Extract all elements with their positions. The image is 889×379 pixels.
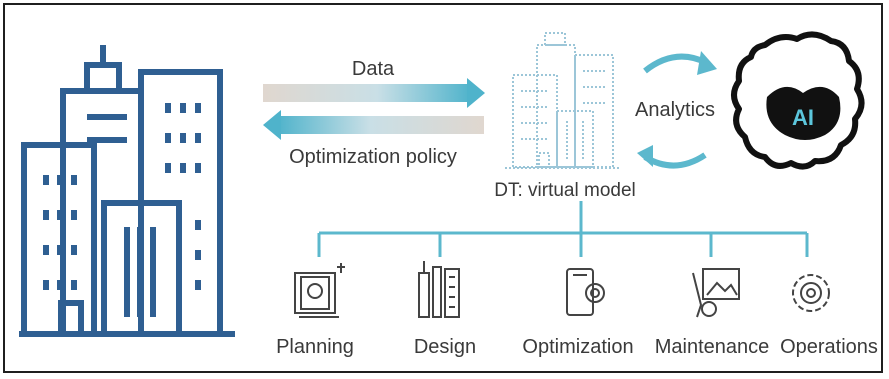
digital-twin-diagram: Data Optimization policy DT: virtual mod… (19, 31, 878, 358)
analytics-cycle-icon (637, 51, 717, 169)
building-windows (43, 103, 201, 290)
operations-icon (792, 274, 830, 312)
stage-label-planning: Planning (276, 336, 354, 358)
stage-label-operations: Operations (780, 336, 878, 358)
optimization-policy-label: Optimization policy (289, 146, 457, 168)
ai-text: AI (792, 105, 814, 130)
maintenance-icon (692, 268, 740, 318)
connector-tree (317, 201, 809, 257)
analytics-label: Analytics (635, 99, 715, 121)
physical-building-icon (19, 45, 235, 337)
stage-label-optimization: Optimization (522, 336, 633, 358)
virtual-building-icon (505, 32, 619, 169)
planning-icon (294, 263, 345, 318)
ai-brain-icon: AI (731, 31, 865, 170)
diagram-frame: Data Optimization policy DT: virtual mod… (3, 3, 883, 373)
stage-label-maintenance: Maintenance (655, 336, 770, 358)
data-label: Data (352, 58, 395, 80)
optimization-policy-arrow (263, 110, 484, 140)
data-arrow (263, 78, 485, 108)
optimization-icon (566, 268, 605, 316)
stage-label-design: Design (414, 336, 476, 358)
design-icon (418, 261, 460, 318)
virtual-model-label: DT: virtual model (494, 180, 636, 201)
